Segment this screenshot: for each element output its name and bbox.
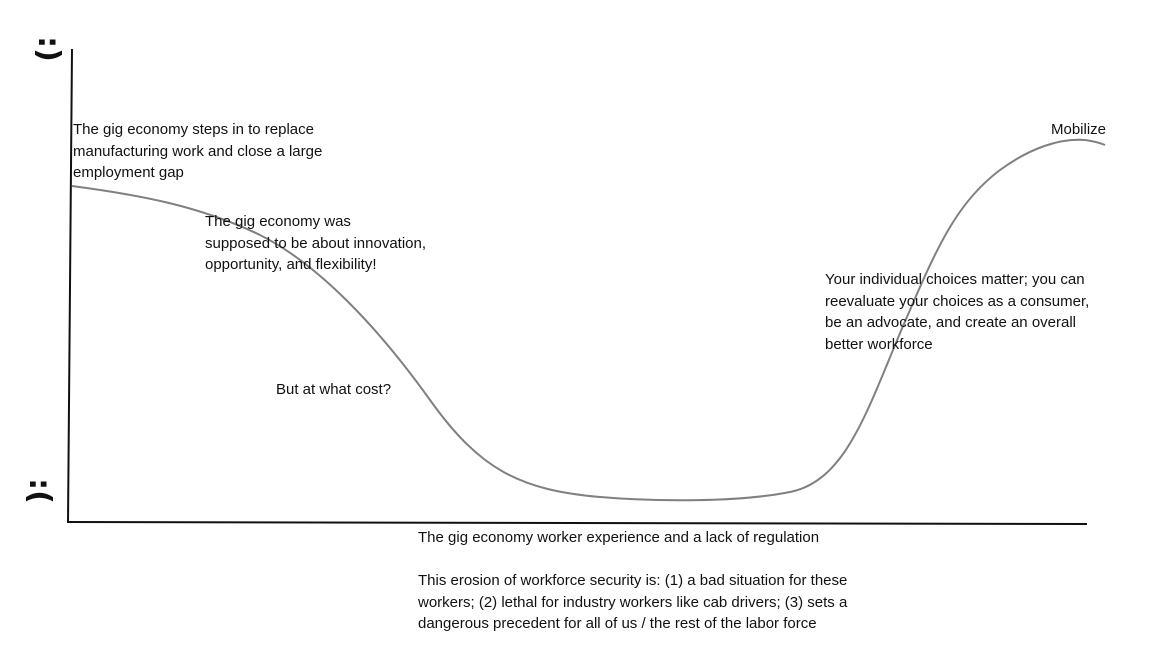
footnote: This erosion of workforce security is: (…	[418, 572, 848, 632]
sad-face-icon: :(	[21, 478, 57, 504]
annotation-choices: Your individual choices matter; you can …	[825, 271, 1090, 353]
x-axis-label: The gig economy worker experience and a …	[418, 529, 820, 546]
happy-face-icon: :)	[30, 36, 66, 62]
annotation-mobilize: Mobilize	[1051, 121, 1107, 138]
annotation-cost: But at what cost?	[276, 381, 392, 398]
x-axis	[67, 521, 1088, 525]
annotation-supposed: The gig economy was supposed to be about…	[205, 213, 427, 273]
annotation-start: The gig economy steps in to replace manu…	[73, 121, 323, 181]
experience-curve	[71, 138, 1106, 502]
y-axis	[67, 48, 73, 524]
